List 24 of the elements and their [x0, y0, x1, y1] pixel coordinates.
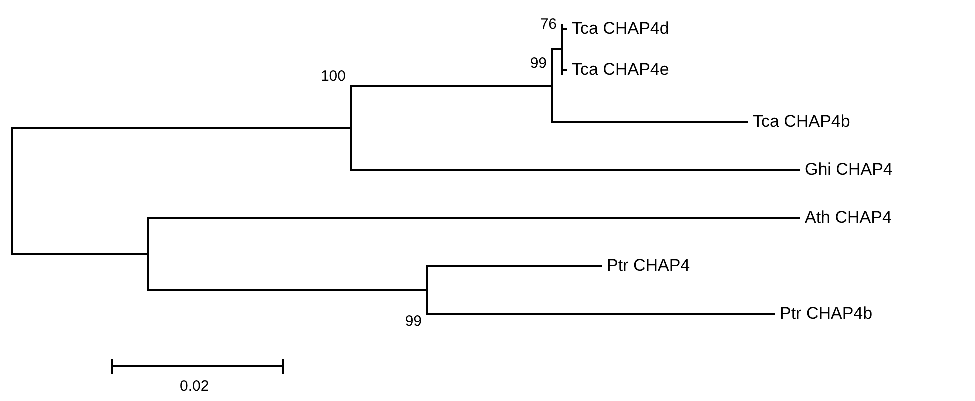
branch-line: [562, 28, 567, 30]
branch-line: [351, 169, 800, 171]
bootstrap-value: 99: [530, 55, 547, 73]
branch-line: [148, 217, 800, 219]
branch-line: [552, 48, 562, 50]
branch-line: [562, 69, 567, 71]
taxon-label: Ghi CHAP4: [805, 160, 893, 180]
branch-line: [12, 253, 148, 255]
taxon-label: Ath CHAP4: [805, 208, 892, 228]
taxon-label: Tca CHAP4e: [572, 60, 670, 80]
taxon-label: Ptr CHAP4: [607, 256, 690, 276]
branch-line: [552, 121, 748, 123]
taxon-label: Ptr CHAP4b: [780, 304, 873, 324]
branch-line: [351, 85, 552, 87]
taxon-label: Tca CHAP4b: [753, 112, 850, 132]
branch-line: [427, 265, 602, 267]
bootstrap-value: 99: [405, 313, 422, 331]
bootstrap-value: 100: [320, 68, 346, 86]
taxon-label: Tca CHAP4d: [572, 19, 670, 39]
branch-line: [12, 127, 351, 129]
branch-line: [148, 289, 427, 291]
scale-value: 0.02: [180, 378, 210, 396]
branch-line: [427, 313, 775, 315]
bootstrap-value: 76: [540, 16, 557, 34]
